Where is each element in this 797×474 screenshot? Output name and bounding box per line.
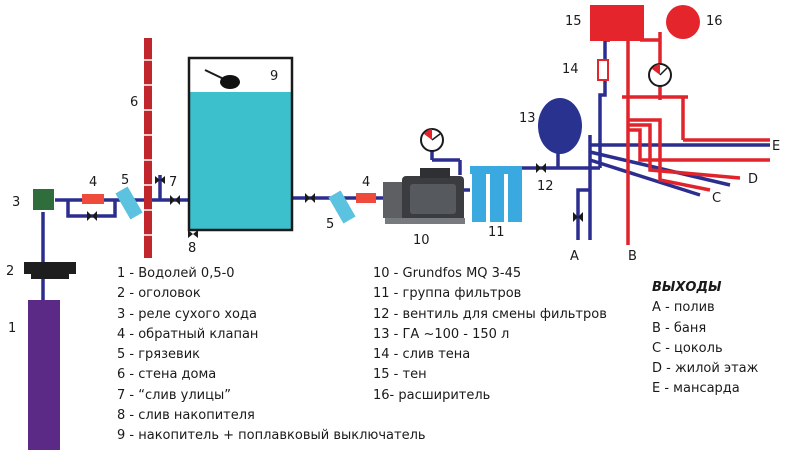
label-out-A: A	[570, 249, 579, 264]
label-7: 7	[169, 175, 177, 190]
label-4b: 4	[362, 175, 370, 190]
pump	[383, 168, 465, 224]
legend-mid-item: 11 - группа фильтров	[373, 286, 522, 302]
label-out-D: D	[748, 172, 758, 187]
label-2: 2	[6, 264, 14, 279]
label-10: 10	[413, 233, 430, 248]
pressure-gauge-1	[420, 128, 444, 152]
legend-mid-item: 14 - слив тена	[373, 347, 471, 363]
strainer-1	[115, 186, 143, 220]
valve-tank-out	[305, 193, 315, 203]
legend-mid: 10 - Grundfos MQ 3-45 11 - группа фильтро…	[373, 264, 607, 406]
legend-mid-item: 16- расширитель	[373, 387, 491, 403]
valve-7	[155, 176, 165, 184]
label-3: 3	[12, 195, 20, 210]
well-head	[24, 262, 76, 274]
float-switch	[220, 75, 240, 89]
legend-left-item: 8 - слив накопителя	[117, 408, 255, 424]
well-pump	[28, 300, 60, 450]
legend-left: 1 - Водолей 0,5-0 2 - оголовок 3 - реле су…	[117, 264, 426, 447]
label-14: 14	[562, 62, 579, 77]
heater-drain-valve	[597, 59, 609, 81]
label-8: 8	[188, 241, 196, 256]
label-out-C: C	[712, 191, 721, 206]
label-15: 15	[565, 14, 582, 29]
strainer-2	[328, 190, 356, 224]
check-valve-1	[82, 194, 104, 204]
label-12: 12	[537, 179, 554, 194]
label-1: 1	[8, 321, 16, 336]
legend-mid-item: 13 - ГА ~100 - 150 л	[373, 326, 510, 342]
ball-valves	[87, 163, 583, 238]
label-13: 13	[519, 111, 536, 126]
valve-A	[573, 212, 583, 222]
exit-item: C - цоколь	[652, 340, 723, 356]
legend-mid-item: 10 - Grundfos MQ 3-45	[373, 266, 522, 281]
expansion-tank	[666, 5, 700, 39]
exits-title: ВЫХОДЫ	[652, 280, 722, 295]
well-head-flange	[31, 274, 69, 279]
label-16: 16	[706, 14, 723, 29]
label-out-E: E	[772, 139, 780, 154]
valve-8	[188, 230, 198, 238]
exit-item: A - полив	[652, 300, 715, 316]
legend-left-item: 1 - Водолей 0,5-0	[117, 266, 235, 281]
label-4a: 4	[89, 175, 97, 190]
storage-tank	[187, 56, 294, 232]
valve-12	[536, 163, 546, 173]
dry-run-relay	[33, 189, 54, 210]
exits-list: A - полив B - баня C - цоколь D - жилой эта…	[652, 298, 758, 399]
legend-left-item: 2 - оголовок	[117, 286, 201, 302]
valve-bypass-1	[87, 211, 97, 221]
legend-left-item: 3 - реле сухого хода	[117, 306, 257, 322]
legend-left-item: 6 - стена дома	[117, 367, 217, 383]
label-11: 11	[488, 225, 505, 240]
filter-group	[470, 166, 522, 222]
pressure-gauge-2	[648, 63, 672, 87]
accumulator	[538, 98, 582, 154]
legend-exits: ВЫХОДЫ A - полив B - баня C - цоколь D - жи…	[652, 278, 758, 400]
label-5b: 5	[326, 217, 334, 232]
exit-item: D - жилой этаж	[652, 361, 759, 377]
label-out-B: B	[628, 249, 637, 264]
legend-left-item: 9 - накопитель + поплавковый выключатель	[117, 428, 426, 444]
label-5a: 5	[121, 173, 129, 188]
exit-item: B - баня	[652, 320, 707, 336]
legend-left-item: 4 - обратный клапан	[117, 326, 259, 342]
hot-water-pipes	[622, 32, 770, 245]
label-6: 6	[130, 95, 138, 110]
heater	[590, 5, 644, 41]
check-valve-2	[356, 193, 376, 203]
house-wall	[144, 38, 152, 258]
label-9: 9	[270, 69, 278, 84]
legend-left-item: 5 - грязевик	[117, 347, 201, 363]
legend-mid-item: 12 - вентиль для смены фильтров	[373, 306, 607, 322]
exit-item: E - мансарда	[652, 381, 740, 397]
legend-left-item: 7 - “слив улицы”	[117, 387, 231, 403]
valve-main	[170, 195, 180, 205]
legend-mid-item: 15 - тен	[373, 367, 427, 383]
